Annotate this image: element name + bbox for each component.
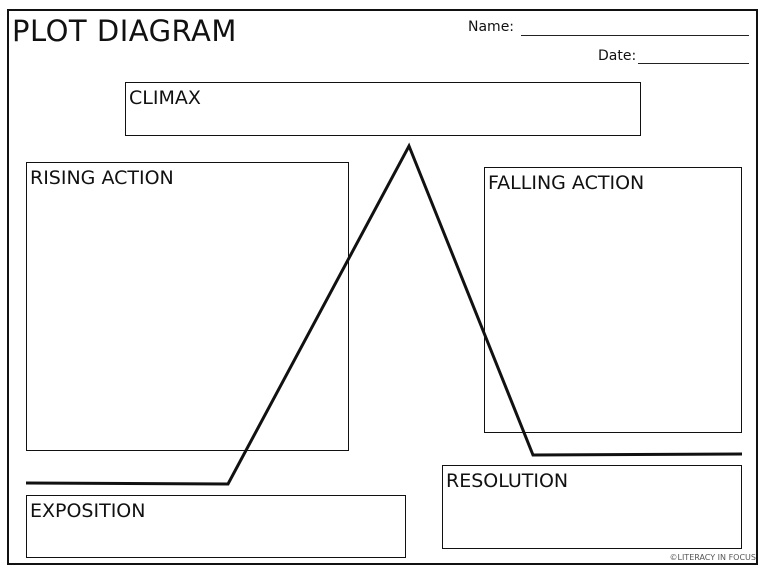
resolution-box[interactable]: RESOLUTION [442, 465, 742, 549]
rising-action-label: RISING ACTION [30, 167, 174, 189]
climax-label: CLIMAX [129, 87, 201, 109]
climax-box[interactable]: CLIMAX [125, 82, 641, 136]
name-field[interactable] [521, 35, 749, 36]
page-title: PLOT DIAGRAM [12, 14, 237, 48]
rising-action-box[interactable]: RISING ACTION [26, 162, 349, 451]
date-label: Date: [598, 48, 637, 64]
falling-action-label: FALLING ACTION [488, 172, 645, 194]
credit-text: ©LITERACY IN FOCUS [669, 553, 756, 562]
date-field[interactable] [638, 63, 749, 64]
plot-arc-path [25, 142, 743, 486]
exposition-box[interactable]: EXPOSITION [26, 495, 406, 558]
name-label: Name: [468, 19, 515, 35]
worksheet-border [7, 9, 758, 565]
resolution-label: RESOLUTION [446, 470, 569, 492]
falling-action-box[interactable]: FALLING ACTION [484, 167, 742, 433]
exposition-label: EXPOSITION [30, 500, 146, 522]
